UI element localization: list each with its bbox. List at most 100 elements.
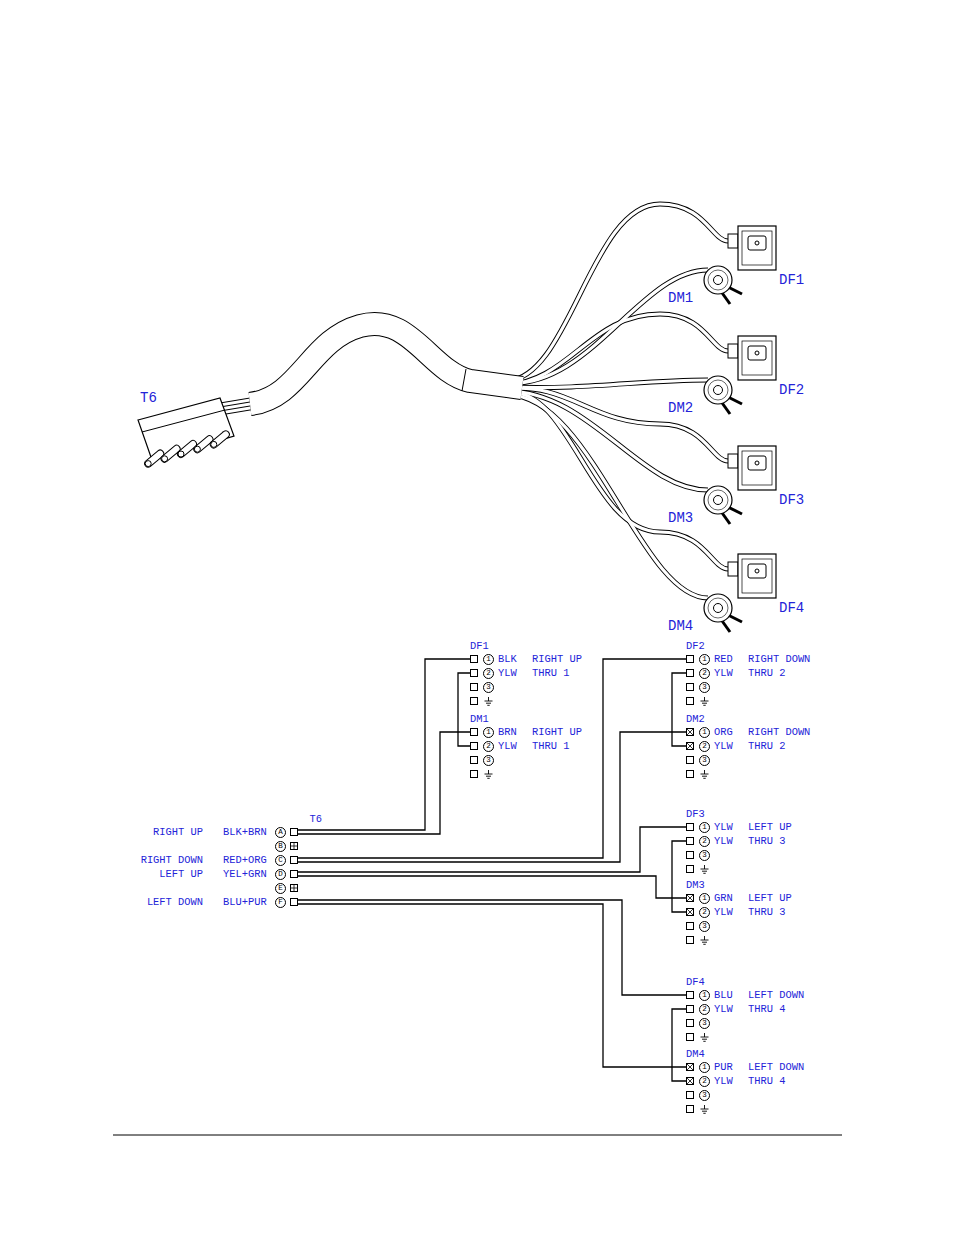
- label-anchor: T6: [140, 389, 157, 407]
- terminal-box: [291, 843, 298, 850]
- pin-number: 1: [699, 727, 710, 738]
- pin-row: 3: [686, 848, 792, 862]
- pin-number: 2: [483, 741, 494, 752]
- pin-row: 3: [470, 753, 582, 767]
- terminal-plug: [291, 885, 297, 891]
- pin-row: 1YLWLEFT UP: [686, 820, 792, 834]
- pin-row: 3: [686, 680, 810, 694]
- dm-knob-hub: [714, 276, 723, 285]
- pin-terminal: [686, 655, 694, 663]
- wire-color: YEL+GRN: [223, 868, 269, 880]
- sheath-outline: [250, 324, 522, 404]
- pin-row: 1BLULEFT DOWN: [686, 988, 804, 1002]
- df-cap: [748, 456, 766, 470]
- pin-terminal: [686, 1033, 694, 1041]
- wire-color: BLK: [498, 653, 528, 665]
- wire-color: RED: [714, 653, 744, 665]
- signal-name: THRU 1: [532, 667, 569, 679]
- terminal-box: [471, 698, 478, 705]
- dm-knob: [704, 594, 732, 622]
- pin-number: 1: [699, 893, 710, 904]
- pin-number: 2: [483, 668, 494, 679]
- pin-number: B: [275, 841, 286, 852]
- wire-color: YLW: [714, 1075, 744, 1087]
- wire: [298, 659, 686, 858]
- pin-row: 1BLKRIGHT UP: [470, 652, 582, 666]
- pin-row: B: [135, 839, 298, 853]
- pin-row: 3: [686, 919, 792, 933]
- pin-terminal: [686, 908, 694, 916]
- dm-knob-ring: [708, 380, 728, 400]
- wire-color: BLU+PUR: [223, 896, 269, 908]
- pin-number: F: [275, 897, 286, 908]
- signal-name: RIGHT DOWN: [748, 653, 810, 665]
- ground-symbol: [699, 769, 710, 780]
- pin-row: 1ORGRIGHT DOWN: [686, 725, 810, 739]
- wire-color: RED+ORG: [223, 854, 269, 866]
- cable-fill: [505, 391, 708, 490]
- pin-row: 1BRNRIGHT UP: [470, 725, 582, 739]
- terminal-box: [687, 1064, 694, 1071]
- connector-pinout: DF11BLKRIGHT UP2YLWTHRU 13: [470, 640, 582, 708]
- pin-number: 3: [699, 755, 710, 766]
- pin-terminal: [686, 922, 694, 930]
- df-screw: [755, 351, 759, 355]
- pin-terminal: [290, 870, 298, 878]
- df-collar: [728, 454, 738, 468]
- part-label: DM2: [668, 400, 693, 416]
- terminal-box: [687, 729, 694, 736]
- wire: [298, 732, 470, 834]
- terminal-box: [291, 857, 298, 864]
- pin-number: 3: [699, 921, 710, 932]
- pin-row: [686, 694, 810, 708]
- ground-symbol: [699, 1104, 710, 1115]
- pin-terminal: [686, 837, 694, 845]
- cable-fill: [505, 270, 708, 383]
- pin-terminal: [290, 884, 298, 892]
- df-body: [738, 336, 776, 380]
- pin-terminal: [470, 683, 478, 691]
- terminal-box: [687, 909, 694, 916]
- dm-knob-ring: [708, 598, 728, 618]
- ground-lines: [701, 865, 709, 873]
- connector-id: DM1: [470, 713, 582, 725]
- terminal-box: [687, 1006, 694, 1013]
- terminal-box: [471, 684, 478, 691]
- terminal-cross: [687, 909, 693, 915]
- signal-name: RIGHT UP: [532, 726, 582, 738]
- pin-row: [686, 767, 810, 781]
- signal-name: THRU 4: [748, 1003, 785, 1015]
- wire-color: YLW: [714, 667, 744, 679]
- pin-row: [686, 1030, 804, 1044]
- pin-number: 2: [699, 907, 710, 918]
- pin-terminal: [686, 851, 694, 859]
- pin-number: 3: [699, 850, 710, 861]
- wire-color: BLU: [714, 989, 744, 1001]
- ground-symbol: [699, 696, 710, 707]
- terminal-box: [471, 656, 478, 663]
- wire-color: YLW: [714, 821, 744, 833]
- cable-fill: [505, 314, 728, 385]
- df-collar: [728, 234, 738, 248]
- part-label: DM4: [668, 618, 693, 634]
- df-face: [742, 341, 772, 375]
- terminal-box: [687, 895, 694, 902]
- terminal-box: [687, 698, 694, 705]
- signal-name: THRU 2: [748, 740, 785, 752]
- terminal-plug: [291, 843, 297, 849]
- pin-terminal: [686, 865, 694, 873]
- wire: [458, 673, 470, 746]
- terminal-box: [687, 1020, 694, 1027]
- cable-fill: [505, 380, 708, 388]
- connector-id: DM3: [686, 879, 792, 891]
- pin-row: E: [135, 881, 298, 895]
- pin-terminal: [470, 728, 478, 736]
- signal-name: THRU 2: [748, 667, 785, 679]
- signal-name: LEFT DOWN: [748, 989, 804, 1001]
- terminal-box: [687, 838, 694, 845]
- wire: [298, 659, 470, 830]
- wire: [298, 827, 686, 872]
- df-screw: [755, 569, 759, 573]
- connector-pinout: DF21REDRIGHT DOWN2YLWTHRU 23: [686, 640, 810, 708]
